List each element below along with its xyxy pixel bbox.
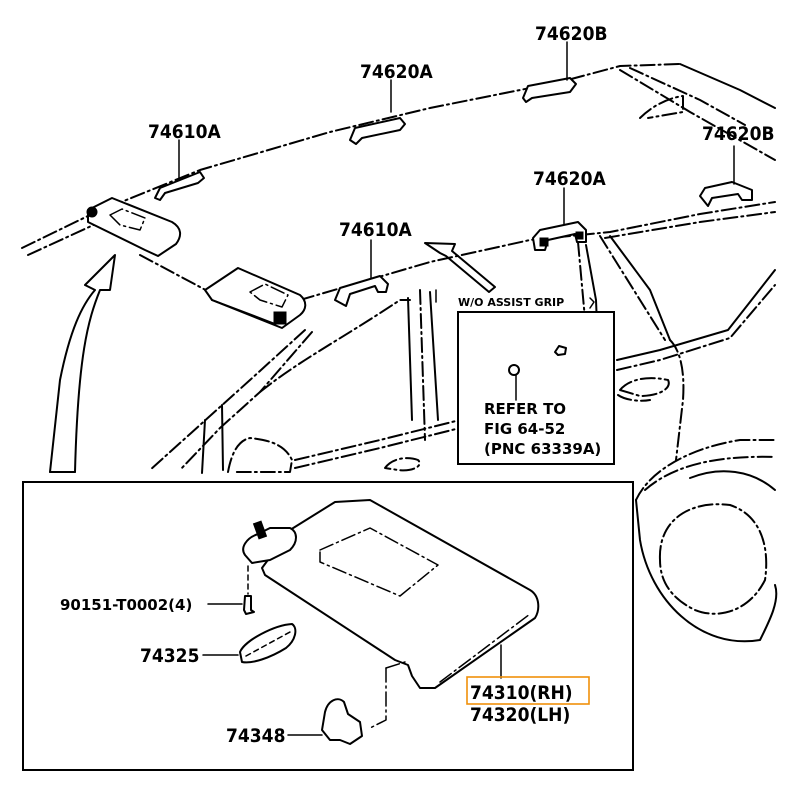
callout-74610A-door: 74610A: [339, 219, 412, 241]
callout-leaders: [178, 41, 735, 279]
callout-screw-90151: 90151-T0002(4): [60, 596, 192, 614]
callout-74620A-roof: 74620A: [360, 61, 433, 83]
clip-icon: [554, 345, 567, 356]
note-box-frame: [457, 311, 615, 465]
callout-visor-rh[interactable]: 74310(RH): [470, 682, 573, 704]
callout-bracket-74348: 74348: [226, 725, 285, 747]
callout-holder-74325: 74325: [140, 645, 199, 667]
grip-74620A-roof: [349, 117, 406, 145]
note-line-1: REFER TO: [484, 400, 566, 418]
visor-hinge: [242, 527, 297, 564]
note-line-3: (PNC 63339A): [484, 440, 601, 458]
detail-leaders: [202, 603, 502, 736]
upper-visor-right: [204, 267, 307, 329]
sun-visor-74310: [261, 499, 540, 689]
note-header: W/O ASSIST GRIP: [458, 296, 564, 309]
detail-box: [22, 481, 634, 771]
vanity-mirror: [319, 527, 439, 597]
grip-74620A-door: [532, 221, 587, 251]
grip-74610A-front: [154, 171, 205, 201]
callout-74620B-rear: 74620B: [702, 123, 775, 145]
callout-visor-lh[interactable]: 74320(LH): [470, 704, 570, 726]
highlight-74310-rh: [466, 676, 590, 705]
screw-90151: [243, 595, 255, 615]
grip-74610A-door: [334, 275, 389, 307]
callout-74620B-roof: 74620B: [535, 23, 608, 45]
grip-74620B-rear: [699, 181, 753, 207]
note-box-without-assist-grip: W/O ASSIST GRIP REFER TO FIG 64-52 (PNC …: [435, 289, 615, 465]
grip-74620B-roof: [522, 77, 577, 103]
callout-74620A-door: 74620A: [533, 168, 606, 190]
clip-icon: [508, 364, 520, 376]
bracket-74348: [321, 698, 363, 745]
upper-visor-left: [86, 197, 182, 257]
callout-74610A-front: 74610A: [148, 121, 221, 143]
holder-74325: [239, 623, 297, 664]
note-line-2: FIG 64-52: [484, 420, 565, 438]
